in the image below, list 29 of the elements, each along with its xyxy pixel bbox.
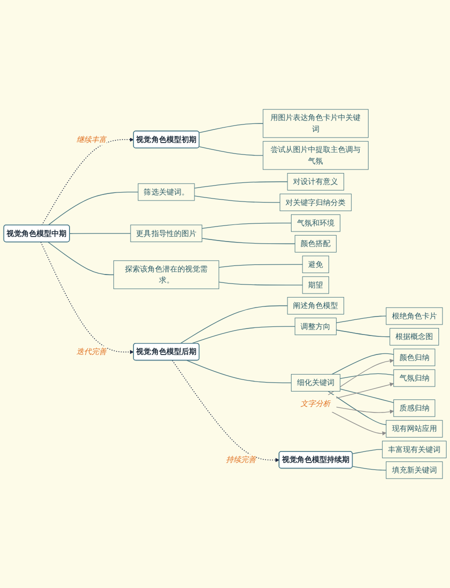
- connector: [218, 264, 303, 268]
- arrow: [172, 360, 280, 462]
- connector: [191, 326, 296, 344]
- connector: [69, 233, 131, 234]
- connector: [48, 192, 138, 226]
- arrow: [328, 358, 394, 396]
- connector: [180, 305, 288, 344]
- connector: [186, 360, 292, 384]
- connector: [202, 238, 296, 244]
- arrow: [41, 138, 134, 226]
- arrow: [40, 242, 134, 354]
- connector: [202, 222, 292, 229]
- connector: [336, 316, 386, 324]
- connector: [328, 390, 386, 426]
- connector: [198, 123, 264, 134]
- connector: [340, 373, 394, 379]
- arrow: [332, 412, 386, 436]
- connector: [336, 330, 390, 338]
- connector: [340, 388, 394, 403]
- connector: [198, 146, 264, 156]
- connector: [48, 242, 114, 276]
- arrow: [336, 382, 394, 399]
- connector: [352, 449, 383, 454]
- connector: [218, 282, 303, 286]
- connector: [194, 196, 280, 203]
- connector: [332, 353, 394, 375]
- arrow: [336, 406, 394, 414]
- connector: [352, 466, 386, 470]
- connector: [194, 181, 288, 188]
